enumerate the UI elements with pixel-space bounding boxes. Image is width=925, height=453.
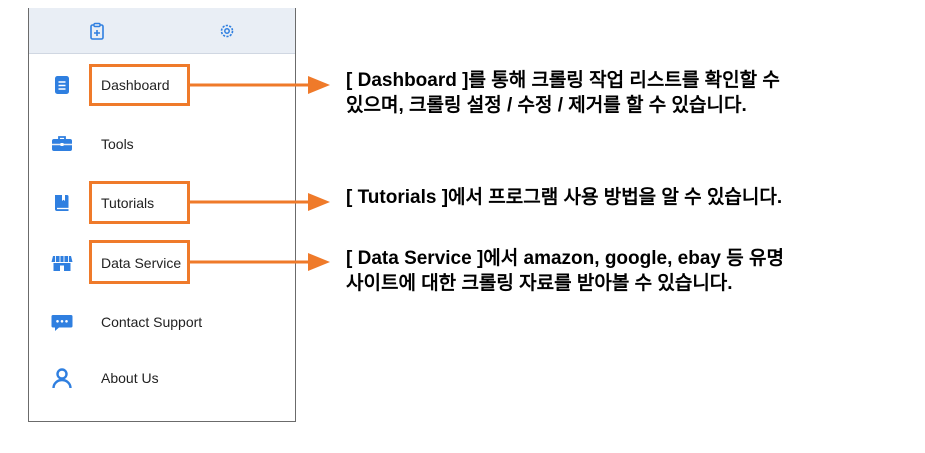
dashboard-description-line2: 있으며, 크롤링 설정 / 수정 / 제거를 할 수 있습니다.	[346, 95, 747, 116]
sidebar-item-tools[interactable]: Tools	[29, 124, 295, 164]
store-icon	[51, 256, 73, 271]
sidebar-item-dashboard[interactable]: Dashboard	[29, 65, 295, 105]
sidebar-item-contact-support[interactable]: Contact Support	[29, 302, 295, 342]
document-icon	[55, 76, 69, 94]
sidebar-item-tutorials[interactable]: Tutorials	[29, 183, 295, 223]
sidebar-panel: Dashboard Tools Tutorials Data Service	[28, 8, 296, 422]
data-service-highlight-box	[89, 240, 190, 284]
book-icon	[55, 195, 69, 211]
chat-icon	[51, 315, 73, 331]
data-service-description: [ Data Service ]에서 amazon, google, ebay …	[346, 246, 784, 296]
clipboard-icon[interactable]	[88, 22, 106, 40]
sidebar-item-label: Dashboard	[101, 77, 170, 93]
sidebar-item-label: About Us	[101, 370, 159, 386]
sidebar-item-data-service[interactable]: Data Service	[29, 243, 295, 283]
user-icon	[52, 368, 72, 389]
dashboard-description: [ Dashboard ]를 통해 크롤링 작업 리스트를 확인할 수 있으며,…	[346, 68, 780, 118]
gear-icon[interactable]	[218, 22, 236, 40]
tutorials-highlight-box	[89, 181, 190, 224]
dashboard-highlight-box	[89, 64, 190, 106]
data-service-description-line2: 사이트에 대한 크롤링 자료를 받아볼 수 있습니다.	[346, 273, 733, 294]
tutorials-description-line1: [ Tutorials ]에서 프로그램 사용 방법을 알 수 있습니다.	[346, 187, 783, 208]
sidebar-item-label: Tools	[101, 136, 134, 152]
toolbox-icon	[52, 136, 72, 151]
data-service-description-line1: [ Data Service ]에서 amazon, google, ebay …	[346, 248, 784, 269]
sidebar-item-label: Data Service	[101, 255, 182, 271]
sidebar-item-about-us[interactable]: About Us	[29, 358, 295, 398]
sidebar-item-label: Contact Support	[101, 314, 203, 330]
tutorials-description: [ Tutorials ]에서 프로그램 사용 방법을 알 수 있습니다.	[346, 185, 782, 210]
sidebar-item-label: Tutorials	[101, 195, 155, 211]
sidebar-toolbar	[29, 8, 295, 54]
dashboard-description-line1: [ Dashboard ]를 통해 크롤링 작업 리스트를 확인할 수	[346, 70, 780, 91]
